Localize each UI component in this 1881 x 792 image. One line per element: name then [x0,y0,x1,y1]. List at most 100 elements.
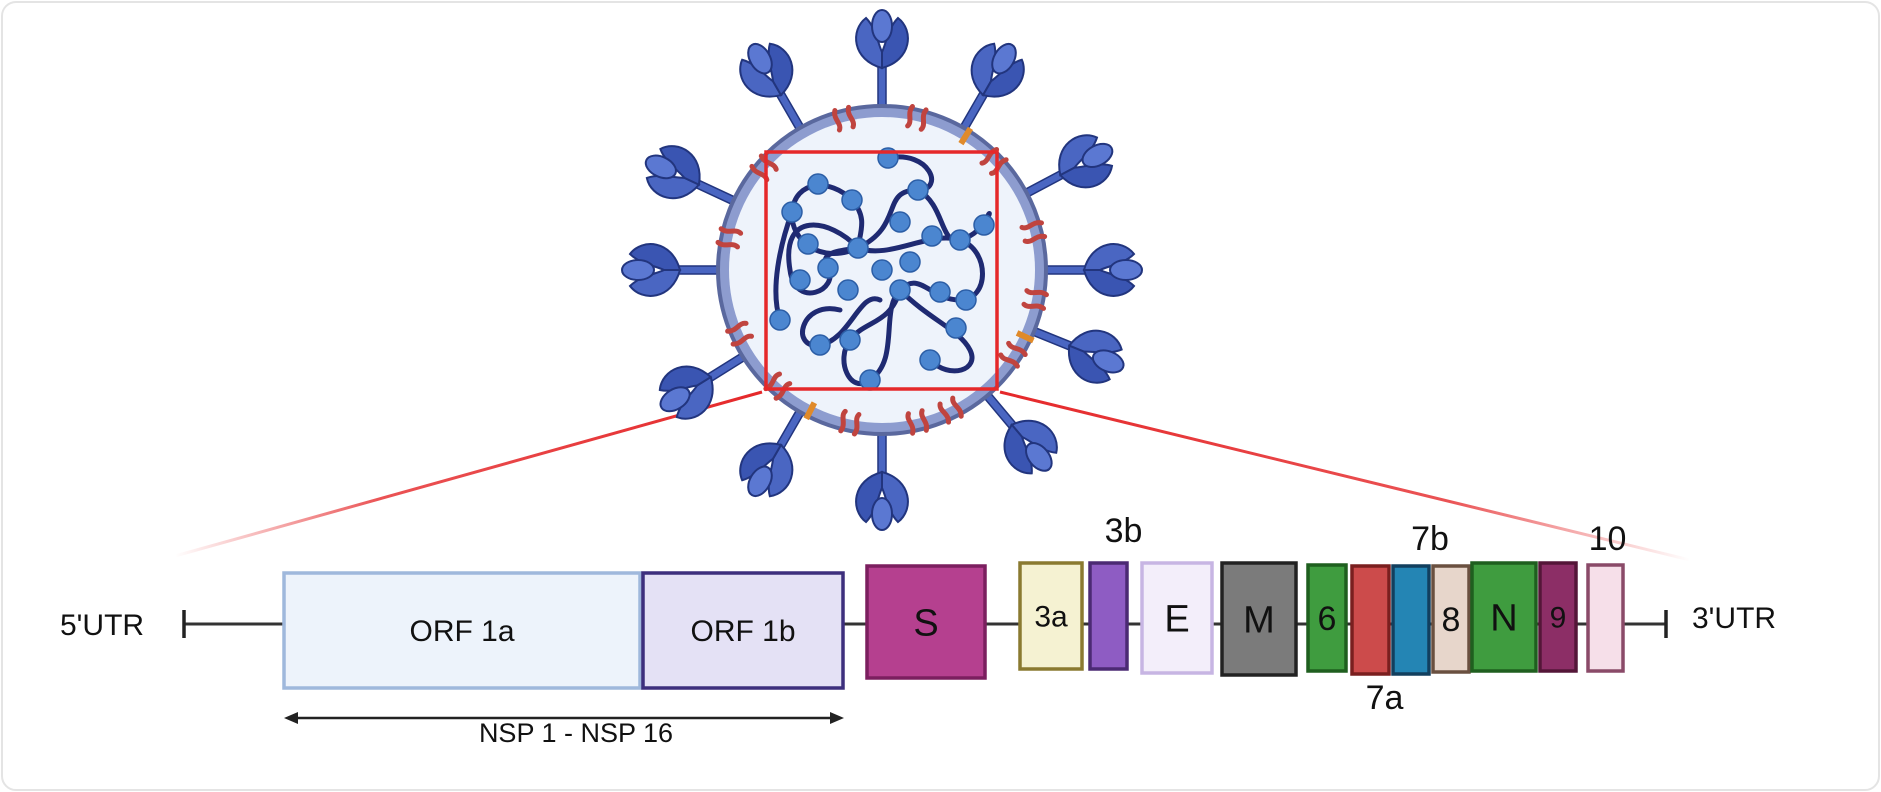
nucleocapsid-protein-icon [807,173,829,195]
spike-protein-icon [621,243,723,297]
nucleocapsid-protein-icon [817,257,839,279]
spike-protein-icon [644,145,740,208]
gene-label-orf9: 9 [1550,602,1567,635]
gene-box-m [1220,561,1298,677]
nucleocapsid-protein-icon [781,201,803,223]
envelope-protein-icon [803,401,818,421]
gene-s: S [865,564,987,680]
gene-box-e [1140,561,1214,675]
gene-label-orf8: 8 [1442,601,1461,639]
nucleocapsid-protein-icon [919,349,941,371]
nucleocapsid-protein-icon [847,237,869,259]
spike-protein-icon [957,42,1025,135]
nsp-arrow-left [284,712,298,724]
nucleocapsid-protein-icon [949,229,971,251]
membrane-protein-icon [715,226,744,250]
gene-label-orf1b: ORF 1b [690,615,795,648]
nucleocapsid-protein-icon [859,369,881,391]
nucleocapsid-protein-icon [841,189,863,211]
gene-box-orf8 [1431,564,1471,674]
nucleocapsid-protein-icon [837,279,859,301]
gene-n: N [1470,561,1538,673]
nucleocapsid-protein-icon [945,317,967,339]
coronavirus-virion-icon [621,9,1143,531]
gene-box-orf10 [1586,563,1625,673]
membrane-protein-icon [725,320,755,347]
membrane-protein-icon [1021,288,1049,311]
nucleocapsid-protein-icon [973,214,995,236]
membrane-protein-icon [905,104,929,132]
nucleocapsid-protein-icon [899,251,921,273]
nucleocapsid-protein-icon [809,334,831,356]
nucleocapsid-protein-icon [907,179,929,201]
spike-protein-icon [739,405,807,498]
gene-orf9: 9 [1538,561,1578,673]
gene-orf10: 10 [1586,520,1627,673]
spike-protein-icon [855,9,909,111]
gene-label-m: M [1243,599,1275,641]
spike-protein-icon [739,42,807,135]
gene-box-orf9 [1538,561,1578,673]
gene-box-orf1a [282,571,642,690]
zoom-box [764,150,999,391]
membrane-protein-icon [1019,220,1048,244]
nucleocapsid-protein-icon [871,259,893,281]
gene-box-orf7a [1350,564,1391,676]
gene-label-orf6: 6 [1318,600,1337,638]
gene-label-orf7b: 7b [1411,520,1449,558]
gene-orf8: 8 [1431,564,1471,674]
membrane-protein-icon [937,395,964,425]
gene-orf7a: 7a [1350,564,1404,717]
envelope-protein-icon [958,126,974,146]
nucleocapsid-protein-icon [839,329,861,351]
spike-proteins [621,9,1143,531]
spike-protein-icon [1020,134,1114,200]
gene-orf3b: 3b [1088,512,1142,671]
gene-orf1b: ORF 1b [641,571,845,690]
nucleocapsid-protein-icon [797,233,819,255]
gene-label-orf7a: 7a [1366,679,1404,717]
gene-orf7b: 7b [1391,520,1449,676]
gene-box-orf3a [1018,561,1084,671]
membrane-protein-icon [832,104,856,133]
gene-e: E [1140,561,1214,675]
nucleocapsid-protein-icon [769,309,791,331]
gene-label-s: S [913,602,938,644]
nucleocapsid-protein-icon [889,211,911,233]
membrane-protein-icon [905,408,930,436]
nsp-arrow-right [830,712,844,724]
gene-orf1a: ORF 1a [282,571,642,690]
nucleocapsid-protein-icon [889,279,911,301]
gene-label-e: E [1164,598,1189,640]
gene-box-orf6 [1306,563,1348,673]
spike-protein-icon [980,388,1058,475]
nucleocapsid-protein-icon [789,269,811,291]
gene-orf3a: 3a [1018,561,1084,671]
gene-box-orf1b [641,571,845,690]
gene-box-orf7b [1391,564,1431,676]
nucleocapsid-protein-icon [929,281,951,303]
spike-protein-icon [1027,325,1125,384]
gene-box-orf3b [1088,561,1129,671]
gene-box-n [1470,561,1538,673]
zoom-line-right [999,390,1691,562]
gene-label-orf3a: 3a [1034,601,1068,634]
membrane-protein-icon [998,340,1028,369]
nsp-label: NSP 1 - NSP 16 [479,718,673,748]
nucleocapsid-protein-icon [921,225,943,247]
nucleocapsid-protein-icon [955,289,977,311]
utr3-label: 3'UTR [1692,602,1776,635]
gene-orf6: 6 [1306,563,1348,673]
envelope-protein-icon [1015,330,1035,344]
gene-box-s [865,564,987,680]
gene-label-orf1a: ORF 1a [409,615,514,648]
zoom-line-left [174,390,763,558]
utr5-label: 5'UTR [60,609,144,642]
gene-label-orf10: 10 [1589,520,1627,558]
gene-m: M [1220,561,1298,677]
spike-protein-icon [855,429,909,531]
